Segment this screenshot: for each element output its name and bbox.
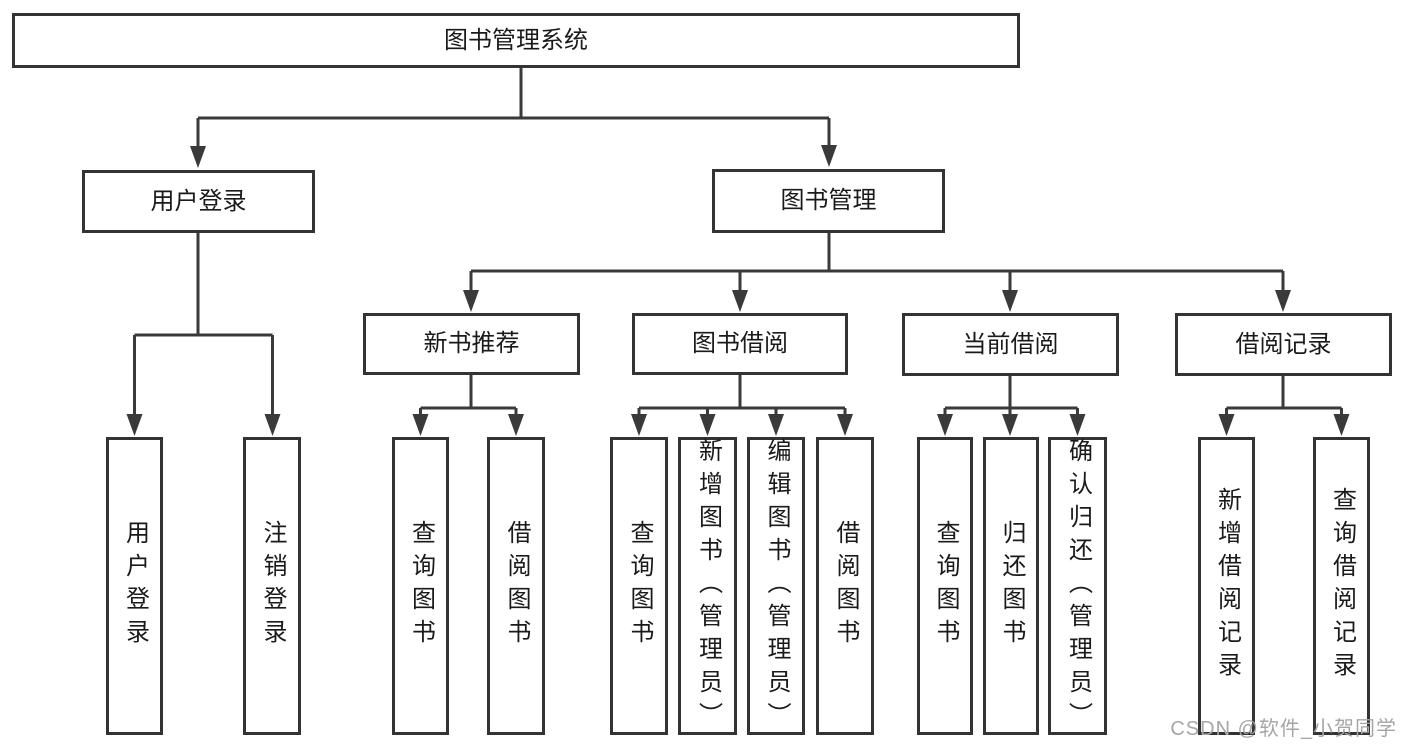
leaf-add-books-admin: 新增图书（管理员） xyxy=(678,437,737,735)
connector-borrowing-children xyxy=(637,375,847,416)
node-current-borrowing: 当前借阅 xyxy=(902,313,1119,376)
arrowheads xyxy=(126,145,1350,436)
leaf-confirm-return-admin: 确认归还（管理员） xyxy=(1048,437,1107,735)
node-borrowing-records: 借阅记录 xyxy=(1175,313,1392,376)
connector-current-children xyxy=(943,376,1079,416)
node-book-management-label: 图书管理 xyxy=(780,187,877,214)
connector-book-mgmt-children xyxy=(469,233,1285,292)
leaf-query-books-borrowing: 查询图书 xyxy=(610,437,668,735)
node-new-book-recommend-label: 新书推荐 xyxy=(423,330,520,357)
leaf-borrow-books-label: 借阅图书 xyxy=(832,520,859,652)
leaf-query-borrow-record-label: 查询借阅记录 xyxy=(1328,487,1356,685)
leaf-edit-books-admin: 编辑图书（管理员） xyxy=(747,437,805,735)
leaf-return-books: 归还图书 xyxy=(983,437,1039,735)
leaf-query-books-borrowing-label: 查询图书 xyxy=(626,520,653,652)
connector-user-login-children xyxy=(133,233,274,416)
connector-new-rec-children xyxy=(419,375,518,416)
leaf-query-books-current: 查询图书 xyxy=(917,437,973,735)
node-library-system: 图书管理系统 xyxy=(12,13,1020,68)
node-new-book-recommend: 新书推荐 xyxy=(363,313,580,375)
leaf-logout: 注销登录 xyxy=(243,437,301,735)
node-user-login-label: 用户登录 xyxy=(150,187,247,215)
leaf-borrow-books-recommend: 借阅图书 xyxy=(487,437,545,735)
csdn-watermark: CSDN @软件_小贺同学 xyxy=(1170,718,1397,740)
leaf-confirm-return-admin-label: 确认归还（管理员） xyxy=(1064,437,1092,735)
leaf-query-books-current-label: 查询图书 xyxy=(932,520,959,652)
leaf-add-borrow-record-label: 新增借阅记录 xyxy=(1213,487,1241,685)
leaf-borrow-books: 借阅图书 xyxy=(816,437,874,735)
leaf-edit-books-admin-label: 编辑图书（管理员） xyxy=(763,437,790,735)
leaf-query-borrow-record: 查询借阅记录 xyxy=(1313,437,1370,735)
node-book-borrowing-label: 图书借阅 xyxy=(692,330,788,357)
leaf-query-books-recommend-label: 查询图书 xyxy=(407,520,435,652)
leaf-add-borrow-record: 新增借阅记录 xyxy=(1198,437,1255,735)
leaf-add-books-admin-label: 新增图书（管理员） xyxy=(694,437,722,735)
node-borrowing-records-label: 借阅记录 xyxy=(1235,330,1332,358)
leaf-logout-label: 注销登录 xyxy=(259,520,286,652)
leaf-query-books-recommend: 查询图书 xyxy=(392,437,449,735)
leaf-user-login: 用户登录 xyxy=(106,437,163,735)
node-user-login: 用户登录 xyxy=(82,170,315,233)
leaf-borrow-books-recommend-label: 借阅图书 xyxy=(503,520,530,652)
node-book-management: 图书管理 xyxy=(712,169,945,233)
connector-root-to-level2 xyxy=(196,67,831,148)
leaf-return-books-label: 归还图书 xyxy=(998,520,1025,652)
connector-records-children xyxy=(1225,376,1343,416)
node-book-borrowing: 图书借阅 xyxy=(632,313,848,375)
node-library-system-label: 图书管理系统 xyxy=(444,26,588,54)
leaf-user-login-label: 用户登录 xyxy=(121,520,149,652)
node-current-borrowing-label: 当前借阅 xyxy=(962,330,1059,358)
